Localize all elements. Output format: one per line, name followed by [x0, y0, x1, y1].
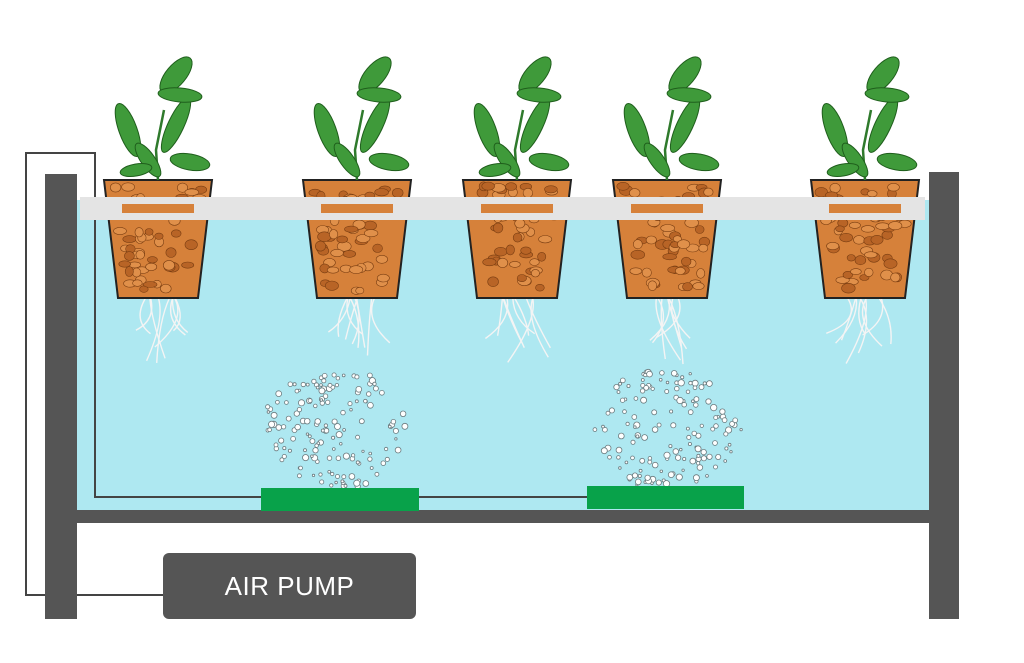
- air-pump-label: AIR PUMP: [224, 570, 355, 601]
- roots: [826, 297, 892, 364]
- tank-floor: [45, 510, 959, 523]
- air-stone-icon: [587, 486, 744, 509]
- air-pump: AIR PUMP: [163, 553, 416, 619]
- pot-slot: [481, 204, 553, 213]
- air-bubbles-icon: [265, 372, 409, 490]
- pot-slot: [122, 204, 194, 213]
- roots: [328, 297, 391, 356]
- roots: [484, 297, 552, 363]
- roots: [649, 297, 691, 365]
- tank-left-wall: [45, 174, 77, 619]
- pot-slot: [631, 204, 703, 213]
- pot-slot: [829, 204, 901, 213]
- air-bubbles-icon: [592, 368, 743, 488]
- tank-right-wall: [929, 172, 959, 619]
- air-stone-icon: [261, 488, 419, 511]
- roots: [135, 297, 189, 363]
- pot-slot: [321, 204, 393, 213]
